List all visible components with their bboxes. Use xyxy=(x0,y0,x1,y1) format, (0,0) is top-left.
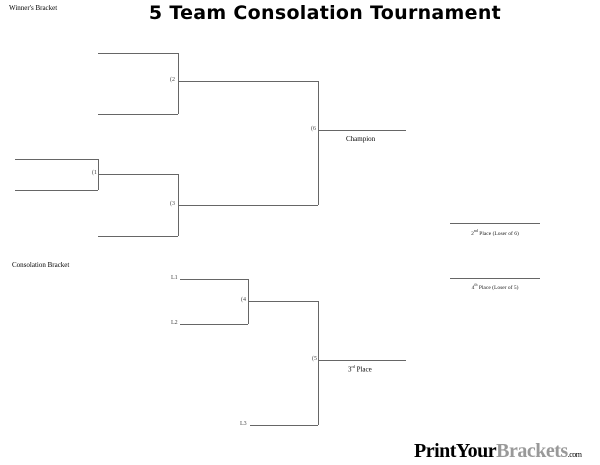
game-1-label: (1 xyxy=(92,170,97,176)
champion-line[interactable] xyxy=(318,130,406,131)
slot-line[interactable] xyxy=(98,114,178,115)
slot-line[interactable] xyxy=(15,159,98,160)
slot-line[interactable] xyxy=(98,174,178,175)
game-5-label: (5 xyxy=(312,356,317,362)
loser-1-label: L1 xyxy=(171,275,178,281)
consolation-bracket-label: Consolation Bracket xyxy=(12,261,70,269)
slot-line[interactable] xyxy=(248,301,318,302)
connector xyxy=(318,81,319,205)
slot-line[interactable] xyxy=(178,205,318,206)
second-place-label: 2nd Place (Loser of 6) xyxy=(471,228,519,237)
winners-bracket-label: Winner's Bracket xyxy=(9,4,58,12)
third-place-label: 3rd Place xyxy=(348,364,372,374)
slot-line[interactable] xyxy=(250,425,318,426)
slot-line[interactable] xyxy=(98,236,178,237)
slot-line[interactable] xyxy=(180,324,248,325)
connector xyxy=(318,301,319,425)
fourth-place-line[interactable] xyxy=(450,278,540,279)
slot-line[interactable] xyxy=(15,190,98,191)
game-6-label: (6 xyxy=(311,126,316,132)
page-title: 5 Team Consolation Tournament xyxy=(148,2,502,24)
loser-2-label: L2 xyxy=(171,320,178,326)
printyourbrackets-logo: PrintYourBrackets.com xyxy=(414,440,582,462)
game-3-label: (3 xyxy=(170,201,175,207)
loser-3-label: L3 xyxy=(240,421,247,427)
third-place-line[interactable] xyxy=(318,360,406,361)
fourth-place-label: 4th Place (Loser of 5) xyxy=(471,282,519,291)
slot-line[interactable] xyxy=(178,81,318,82)
game-4-label: (4 xyxy=(241,297,246,303)
game-2-label: (2 xyxy=(170,77,175,83)
connector xyxy=(178,53,179,114)
slot-line[interactable] xyxy=(98,53,178,54)
champion-label: Champion xyxy=(346,135,376,143)
second-place-line[interactable] xyxy=(450,223,540,224)
slot-line[interactable] xyxy=(180,279,248,280)
